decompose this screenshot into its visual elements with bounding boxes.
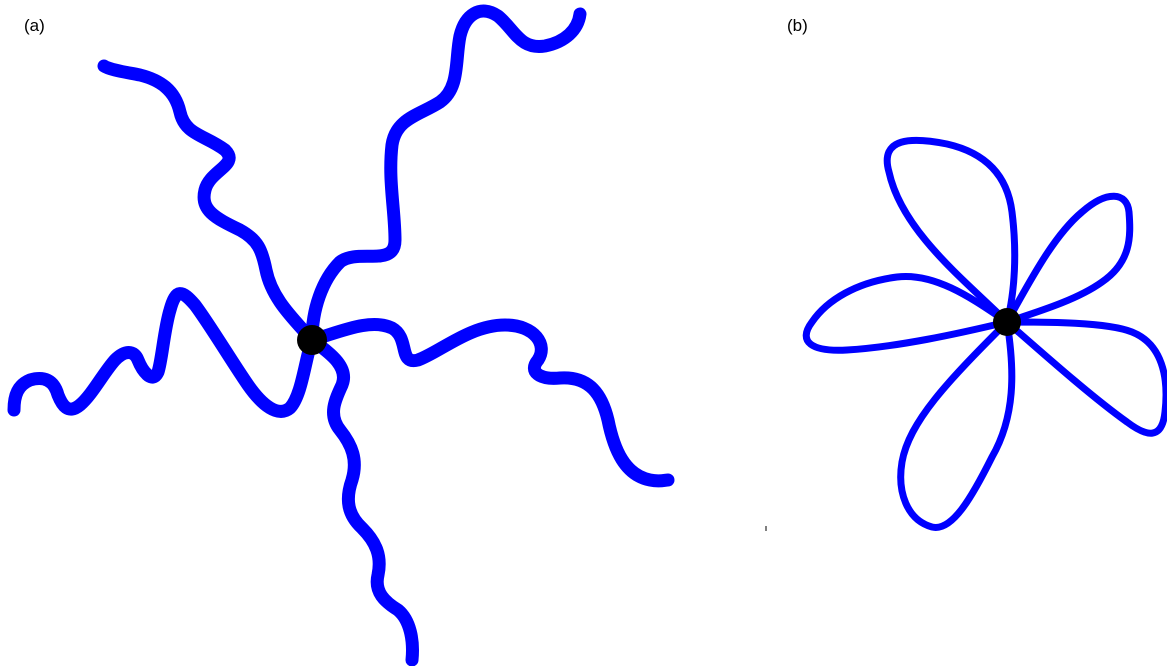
panel-b-label: (b) <box>787 16 808 35</box>
arm-upper-left <box>97 59 319 347</box>
arm-upper-right <box>305 4 587 347</box>
petal-left <box>802 272 1011 354</box>
petal-right <box>1003 318 1167 437</box>
panel-a-label: (a) <box>24 16 45 35</box>
star-core-b <box>993 308 1021 336</box>
petal-bottom <box>897 318 1016 531</box>
arm-right <box>305 318 675 488</box>
star-core-a <box>297 325 327 355</box>
petal-top-left <box>883 136 1019 326</box>
panel-b-flower <box>802 136 1167 531</box>
arm-down <box>305 333 419 666</box>
petal-top-right <box>1003 192 1134 326</box>
arm-left <box>7 287 319 418</box>
panel-a-star <box>7 4 675 666</box>
